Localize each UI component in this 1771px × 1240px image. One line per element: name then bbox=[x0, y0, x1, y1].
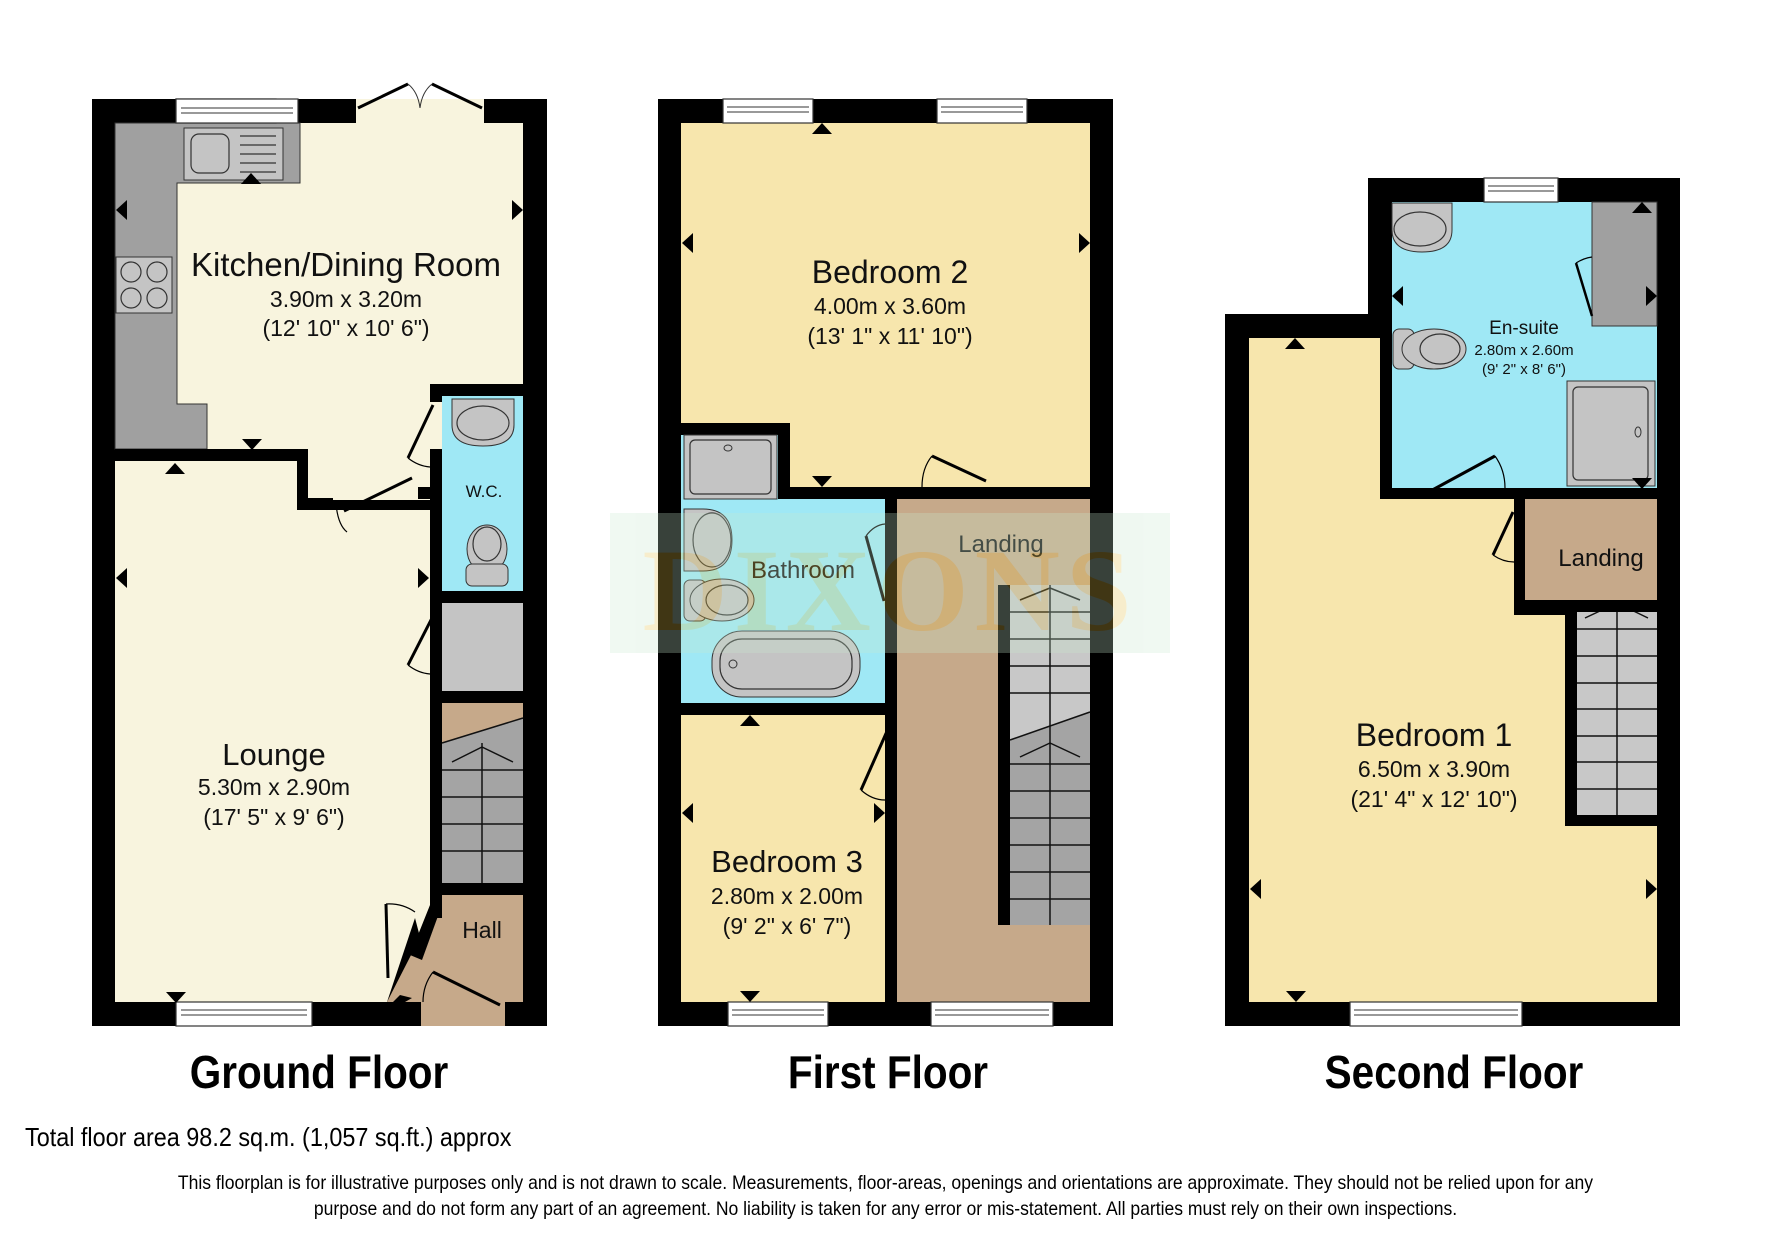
room-name-bedroom3: Bedroom 3 bbox=[711, 844, 863, 879]
window-lounge bbox=[175, 1001, 313, 1027]
disclaimer: This floorplan is for illustrative purpo… bbox=[20, 1170, 1751, 1222]
windows-second-floor bbox=[1349, 177, 1559, 1027]
second-stairs bbox=[1577, 602, 1657, 815]
toilet-icon bbox=[683, 578, 755, 622]
second-floor-plan: En-suite 2.80m x 2.60m (9' 2" x 8' 6") L… bbox=[1225, 177, 1680, 1027]
lounge-floor bbox=[115, 461, 430, 1002]
ensuite-shower-icon bbox=[1566, 380, 1656, 487]
room-name-bathroom: Bathroom bbox=[751, 557, 855, 584]
room-dim-metric-bedroom2: 4.00m x 3.60m bbox=[814, 293, 966, 319]
bedroom3-floor bbox=[681, 715, 885, 1002]
room-dim-imperial-ensuite: (9' 2" x 8' 6") bbox=[1482, 361, 1566, 378]
windows-first-floor bbox=[722, 98, 1054, 1027]
basin-icon bbox=[683, 508, 733, 572]
room-dim-metric-lounge: 5.30m x 2.90m bbox=[198, 774, 350, 800]
ensuite-toilet-icon bbox=[1392, 328, 1467, 370]
room-name-bedroom1: Bedroom 1 bbox=[1356, 717, 1513, 753]
total-floor-area: Total floor area 98.2 sq.m. (1,057 sq.ft… bbox=[25, 1122, 512, 1152]
first-floor-plan: Bedroom 2 4.00m x 3.60m (13' 1" x 11' 10… bbox=[610, 98, 1170, 1027]
room-name-wc: W.C. bbox=[466, 482, 503, 501]
shower-tray-icon bbox=[683, 434, 778, 500]
sink-icon bbox=[183, 127, 284, 181]
disclaimer-line-2: purpose and do not form any part of an a… bbox=[313, 1198, 1458, 1220]
room-dim-imperial-kitchen: (12' 10" x 10' 6") bbox=[262, 315, 429, 341]
wc-basin-icon bbox=[451, 398, 515, 447]
floor-title-ground: Ground Floor bbox=[189, 1046, 449, 1098]
front-door-threshold bbox=[421, 1002, 505, 1026]
wc-toilet-icon bbox=[465, 524, 509, 587]
ensuite-basin-icon bbox=[1391, 202, 1453, 253]
floor-title-first: First Floor bbox=[787, 1046, 989, 1098]
room-name-kitchen: Kitchen/Dining Room bbox=[191, 246, 501, 283]
hall-floor bbox=[387, 895, 523, 1002]
bedroom1-floor bbox=[1249, 338, 1657, 1002]
bedroom2-floor bbox=[681, 123, 1090, 487]
room-name-bedroom2: Bedroom 2 bbox=[812, 254, 969, 290]
svg-text:DIXONS: DIXONS bbox=[643, 525, 1138, 656]
room-name-lounge: Lounge bbox=[222, 737, 325, 772]
landing-floor-second bbox=[1525, 499, 1657, 600]
room-name-hall: Hall bbox=[462, 917, 502, 943]
bath-icon bbox=[711, 630, 861, 698]
room-dim-imperial-bedroom2: (13' 1" x 11' 10") bbox=[807, 323, 972, 349]
room-name-landing-first: Landing bbox=[958, 531, 1043, 558]
room-name-ensuite: En-suite bbox=[1489, 318, 1559, 339]
room-dim-metric-ensuite: 2.80m x 2.60m bbox=[1474, 342, 1573, 359]
room-dim-metric-bedroom1: 6.50m x 3.90m bbox=[1358, 756, 1510, 782]
room-dim-metric-kitchen: 3.90m x 3.20m bbox=[270, 286, 422, 312]
hob-icon bbox=[115, 256, 173, 314]
floor-title-second: Second Floor bbox=[1324, 1046, 1584, 1098]
room-dim-imperial-lounge: (17' 5" x 9' 6") bbox=[203, 804, 344, 830]
first-stairs bbox=[998, 585, 1091, 925]
room-dim-metric-bedroom3: 2.80m x 2.00m bbox=[711, 883, 863, 909]
french-doors bbox=[356, 99, 484, 123]
understairs-cupboard bbox=[442, 603, 523, 691]
room-dim-imperial-bedroom1: (21' 4" x 12' 10") bbox=[1350, 786, 1517, 812]
room-name-landing-second: Landing bbox=[1558, 545, 1643, 572]
disclaimer-line-1: This floorplan is for illustrative purpo… bbox=[177, 1172, 1594, 1194]
ground-floor-plan: Kitchen/Dining Room 3.90m x 3.20m (12' 1… bbox=[92, 82, 547, 1027]
room-dim-imperial-bedroom3: (9' 2" x 6' 7") bbox=[723, 913, 852, 939]
ensuite-cupboard bbox=[1591, 201, 1658, 327]
dixons-watermark: DIXONS bbox=[610, 513, 1170, 656]
